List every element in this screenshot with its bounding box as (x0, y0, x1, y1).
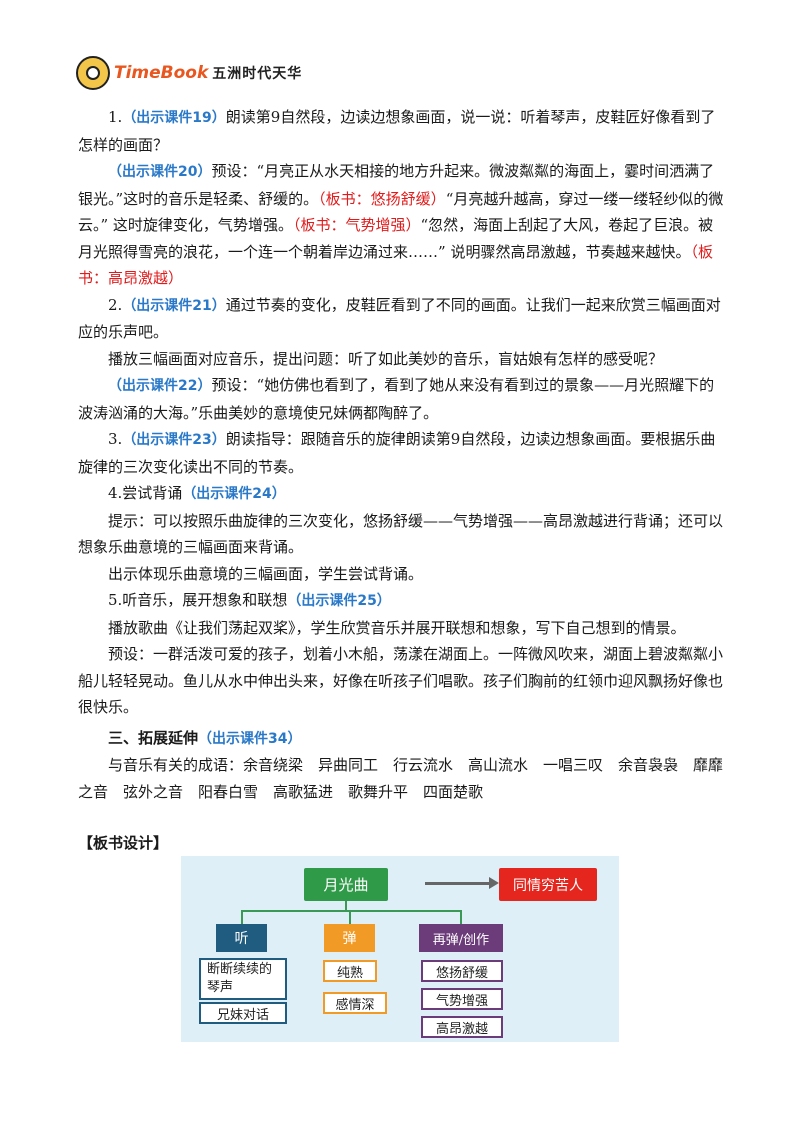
board-note: （板书：高昂激越） (78, 242, 713, 288)
board-design-label: 【板书设计】 (78, 834, 169, 852)
paragraph: 1.（出示课件19）朗读第9自然段，边读边想象画面，说一说：听着琴声，皮鞋匠好像… (78, 104, 728, 158)
arrow-icon (425, 877, 499, 889)
paragraph: 出示体现乐曲意境的三幅画面，学生尝试背诵。 (78, 561, 728, 588)
text-segment: 与音乐有关的成语：余音绕梁 异曲同工 行云流水 高山流水 一唱三叹 余音袅袅 靡… (78, 756, 724, 801)
connector-line (241, 910, 243, 924)
play-item: 纯熟 (323, 960, 377, 982)
paragraph: 3.（出示课件23）朗读指导：跟随音乐的旋律朗读第9自然段，边读边想象画面。要根… (78, 426, 728, 480)
connector-line (349, 910, 351, 924)
replay-item: 气势增强 (421, 988, 503, 1010)
main-title-box: 月光曲 (304, 868, 388, 901)
section-heading: 三、拓展延伸（出示课件34） (78, 725, 728, 753)
text-segment: 播放三幅画面对应音乐，提出问题：听了如此美妙的音乐，盲姑娘有怎样的感受呢？ (108, 349, 664, 368)
text-segment: 预设：“月亮正从水天相接的地方升起来。微波粼粼的海面上，霎时间洒满了银光。”这时… (78, 162, 715, 208)
text-segment: 出示体现乐曲意境的三幅画面，学生尝试背诵。 (108, 564, 424, 583)
logo-text: TimeBook (114, 63, 209, 83)
text-segment: 1. (108, 108, 123, 126)
courseware-ref: （出示课件19） (122, 110, 226, 126)
paragraph: 提示：可以按照乐曲旋律的三次变化，悠扬舒缓——气势增强——高昂激越进行背诵；还可… (78, 508, 728, 561)
courseware-ref: （出示课件24） (182, 486, 286, 502)
courseware-ref: （出示课件20） (108, 164, 212, 180)
play-box: 弹 (324, 924, 375, 952)
paragraph: （出示课件22）预设：“她仿佛也看到了，看到了她从来没有看到过的景象——月光照耀… (78, 372, 728, 426)
paragraph: 4.尝试背诵（出示课件24） (78, 480, 728, 508)
result-box: 同情穷苦人 (499, 868, 597, 901)
replay-item: 悠扬舒缓 (421, 960, 503, 982)
paragraph: 5.听音乐，展开想象和联想（出示课件25） (78, 587, 728, 615)
text-segment: 三、拓展延伸 (108, 728, 199, 747)
text-segment: “忽然，海面上刮起了大风，卷起了巨浪。被月光照得雪亮的浪花，一个连一个朝着岸边涌… (78, 216, 714, 261)
text-segment: 朗读指导：跟随音乐的旋律朗读第9自然段，边读边想象画面。要根据乐曲旋律的三次变化… (78, 430, 716, 476)
text-segment: “月亮越升越高，穿过一缕一缕轻纱似的微云。” 这时旋律变化，气势增强。 (78, 189, 724, 235)
text-segment: 预设：“她仿佛也看到了，看到了她从来没有看到过的景象——月光照耀下的波涛汹涌的大… (78, 376, 715, 422)
header-logo: TimeBook 五洲时代天华 (76, 56, 302, 90)
replay-box: 再弹/创作 (419, 924, 503, 952)
board-diagram: 月光曲 同情穷苦人 听 弹 再弹/创作 断断续续的琴声 兄妹对话 纯熟 感情深 … (181, 856, 619, 1042)
listen-box: 听 (216, 924, 267, 952)
lesson-content: 1.（出示课件19）朗读第9自然段，边读边想象画面，说一说：听着琴声，皮鞋匠好像… (78, 104, 728, 805)
text-segment: 朗读第9自然段，边读边想象画面，说一说：听着琴声，皮鞋匠好像看到了怎样的画面？ (78, 108, 716, 154)
text-segment: 5.听音乐，展开想象和联想 (108, 591, 288, 609)
text-segment: 4.尝试背诵 (108, 484, 183, 502)
connector-line (460, 910, 462, 924)
courseware-ref: （出示课件23） (122, 432, 226, 448)
logo-icon (76, 56, 110, 90)
courseware-ref: （出示课件21） (122, 297, 226, 314)
board-note: （板书：气势增强） (292, 216, 421, 234)
listen-item: 兄妹对话 (199, 1002, 287, 1024)
courseware-ref: （出示课件22） (108, 378, 212, 394)
play-item: 感情深 (323, 992, 387, 1014)
text-segment: 提示：可以按照乐曲旋律的三次变化，悠扬舒缓——气势增强——高昂激越进行背诵；还可… (78, 511, 724, 557)
connector-line (241, 910, 462, 912)
logo-cn: 五洲时代天华 (212, 66, 303, 82)
text-segment: 通过节奏的变化，皮鞋匠看到了不同的画面。让我们一起来欣赏三幅画面对应的乐声吧。 (78, 295, 721, 342)
courseware-ref: （出示课件25） (287, 593, 391, 609)
courseware-ref: （出示课件34） (198, 730, 302, 747)
paragraph: 播放三幅画面对应音乐，提出问题：听了如此美妙的音乐，盲姑娘有怎样的感受呢？ (78, 346, 728, 373)
board-note: （板书：悠扬舒缓） (318, 189, 446, 208)
connector-line (345, 901, 347, 911)
text-segment: 2. (108, 295, 123, 314)
idiom-list: 与音乐有关的成语：余音绕梁 异曲同工 行云流水 高山流水 一唱三叹 余音袅袅 靡… (78, 752, 728, 805)
paragraph: （出示课件20）预设：“月亮正从水天相接的地方升起来。微波粼粼的海面上，霎时间洒… (78, 158, 728, 292)
text-segment: 预设：一群活泼可爱的孩子，划着小木船，荡漾在湖面上。一阵微风吹来，湖面上碧波粼粼… (78, 645, 724, 716)
text-segment: 3. (108, 430, 123, 448)
replay-item: 高昂激越 (421, 1016, 503, 1038)
text-segment: 播放歌曲《让我们荡起双桨》，学生欣赏音乐并展开联想和想象，写下自己想到的情景。 (108, 618, 686, 637)
paragraph: 预设：一群活泼可爱的孩子，划着小木船，荡漾在湖面上。一阵微风吹来，湖面上碧波粼粼… (78, 641, 728, 721)
listen-item: 断断续续的琴声 (199, 958, 287, 1000)
paragraph: 播放歌曲《让我们荡起双桨》，学生欣赏音乐并展开联想和想象，写下自己想到的情景。 (78, 615, 728, 642)
paragraph: 2.（出示课件21）通过节奏的变化，皮鞋匠看到了不同的画面。让我们一起来欣赏三幅… (78, 292, 728, 346)
